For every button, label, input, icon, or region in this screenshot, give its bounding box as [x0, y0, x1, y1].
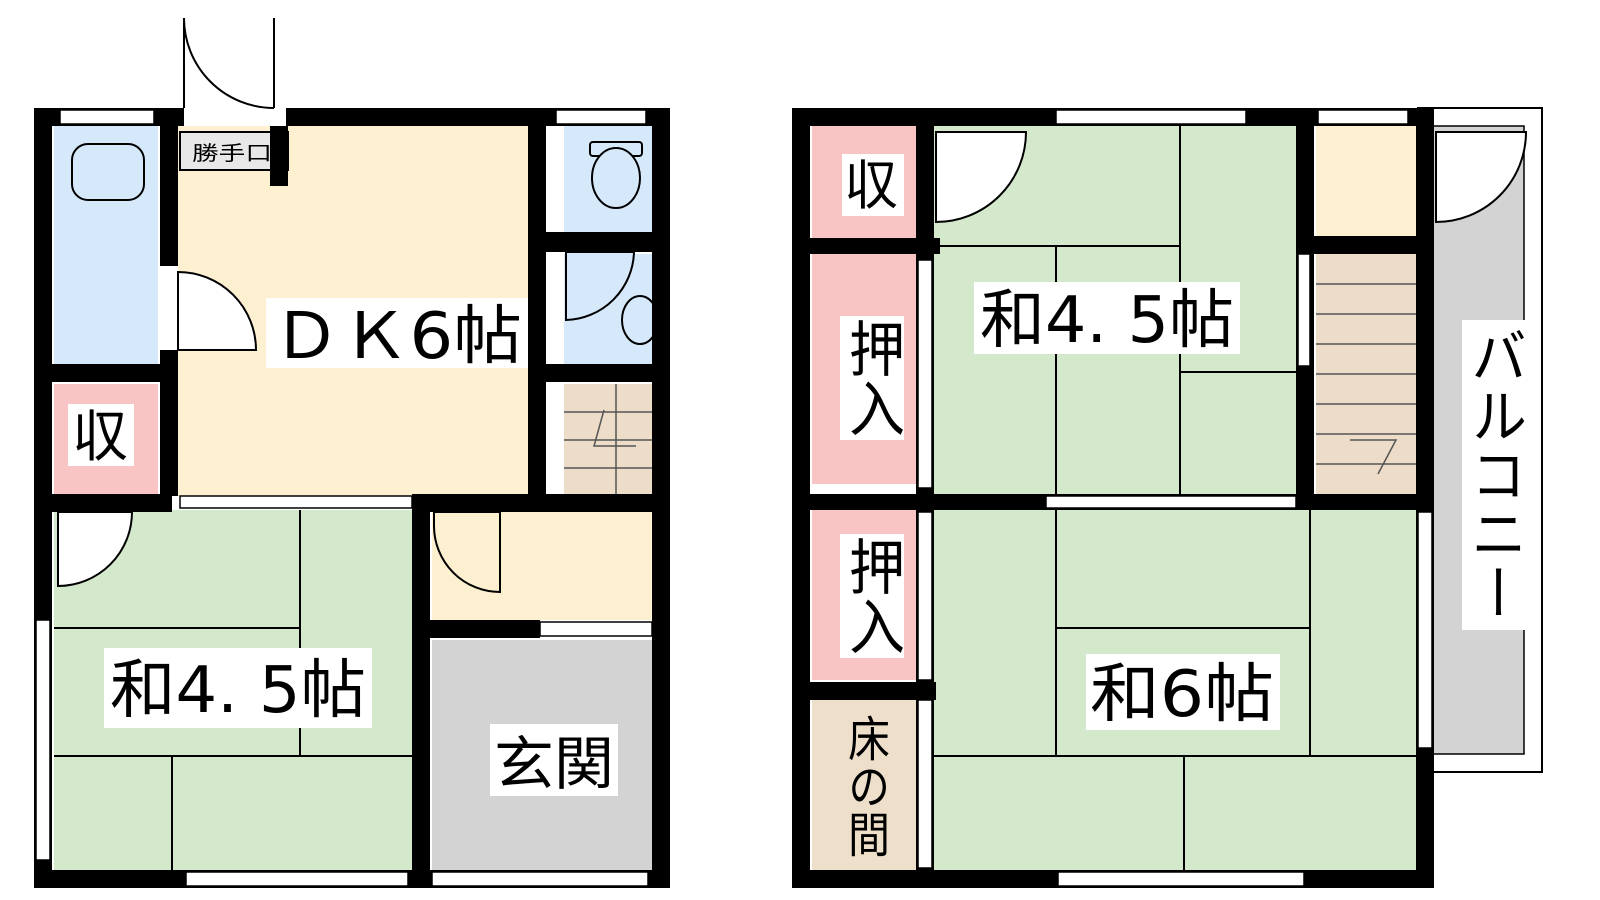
stairs-2-floor: [1316, 254, 1416, 496]
oshiire-label-1: 押入: [840, 318, 905, 438]
washitsu-6-label: 和6帖: [1090, 658, 1274, 732]
floor-2-plan: [792, 107, 1543, 888]
washitsu-45-label-1: 和4. 5帖: [110, 654, 366, 728]
washitsu-45-label-2-bg: [974, 282, 1240, 354]
storage-label-1: 収: [72, 405, 128, 470]
genkan-label: 玄関: [494, 730, 614, 798]
tokonoma-label: 床の間: [842, 714, 891, 858]
oshiire-label-2-bg: [840, 534, 904, 658]
landing-floor: [1316, 126, 1416, 238]
windows-1: [35, 109, 653, 887]
doors-1: [57, 17, 636, 594]
labels: ＤＫ6帖 勝手口 収 和4. 5帖 玄関 収 押入 押入 床の間 和4. 5帖 …: [68, 141, 1527, 858]
genkan-label-bg: [490, 724, 618, 796]
balcony-label: バルコニー: [1462, 326, 1527, 622]
oshiire-label-2: 押入: [840, 536, 905, 656]
stairs-2-lines: [1316, 283, 1416, 475]
dk-label-bg: [266, 298, 528, 368]
tokonoma-floor: [812, 700, 916, 870]
bathtub: [71, 143, 145, 201]
storage-label-1-bg: [68, 404, 134, 466]
toilet-fixture: [589, 141, 643, 209]
doors-2: [935, 131, 1528, 224]
storage-label-2-bg: [842, 154, 904, 216]
washitsu-45-label-2: 和4. 5帖: [980, 284, 1234, 358]
oshiire-label-1-bg: [840, 316, 904, 440]
dk-label: ＤＫ6帖: [272, 300, 522, 374]
washitsu-6-label-bg: [1086, 654, 1280, 730]
windows-2: [917, 109, 1433, 887]
balcony-label-bg: [1462, 320, 1526, 630]
washitsu-45-label-1-bg: [104, 648, 372, 728]
stairs-1-lines: [564, 384, 668, 496]
storage-label-2: 収: [844, 154, 898, 217]
kattekuchi-label: 勝手口: [192, 141, 272, 165]
